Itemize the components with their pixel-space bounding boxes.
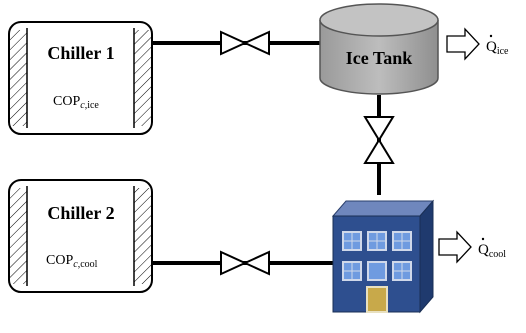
chiller-1-cop: COPc,ice [53, 94, 99, 111]
building-roof [331, 200, 435, 217]
chiller-1-hatch-left [10, 30, 27, 126]
chiller-1-title: Chiller 1 [47, 43, 114, 63]
building-side [419, 199, 434, 314]
building-icon [331, 199, 435, 314]
cool-output-label: Qcool [478, 237, 506, 260]
ice-tank-top [319, 3, 439, 37]
valve-top [220, 30, 270, 56]
svg-text:Qice: Qice [486, 39, 509, 57]
ice-output-label: Qice [486, 34, 509, 57]
valve-vertical [363, 116, 395, 164]
chiller-1-box [8, 21, 153, 135]
chiller-1-hatch-right [134, 30, 151, 126]
chiller-2-box [8, 179, 153, 293]
chiller-2-title: Chiller 2 [47, 203, 114, 223]
chiller-2-hatch-right [134, 188, 151, 284]
ice-tank: Ice Tank [319, 3, 439, 95]
chiller-2-hatch-left [10, 188, 27, 284]
svg-text:Qcool: Qcool [478, 242, 506, 260]
building-door [366, 286, 388, 313]
chiller-2-cop: COPc,cool [46, 253, 98, 270]
chiller-1: Chiller 1 COPc,ice [8, 21, 153, 135]
valve-bottom [220, 250, 270, 276]
ice-tank-title: Ice Tank [346, 48, 413, 68]
ice-tank-body [319, 20, 439, 95]
ice-output-arrow-icon [446, 27, 480, 61]
cool-output-arrow-icon [438, 230, 472, 264]
chiller-2: Chiller 2 COPc,cool [8, 179, 153, 293]
